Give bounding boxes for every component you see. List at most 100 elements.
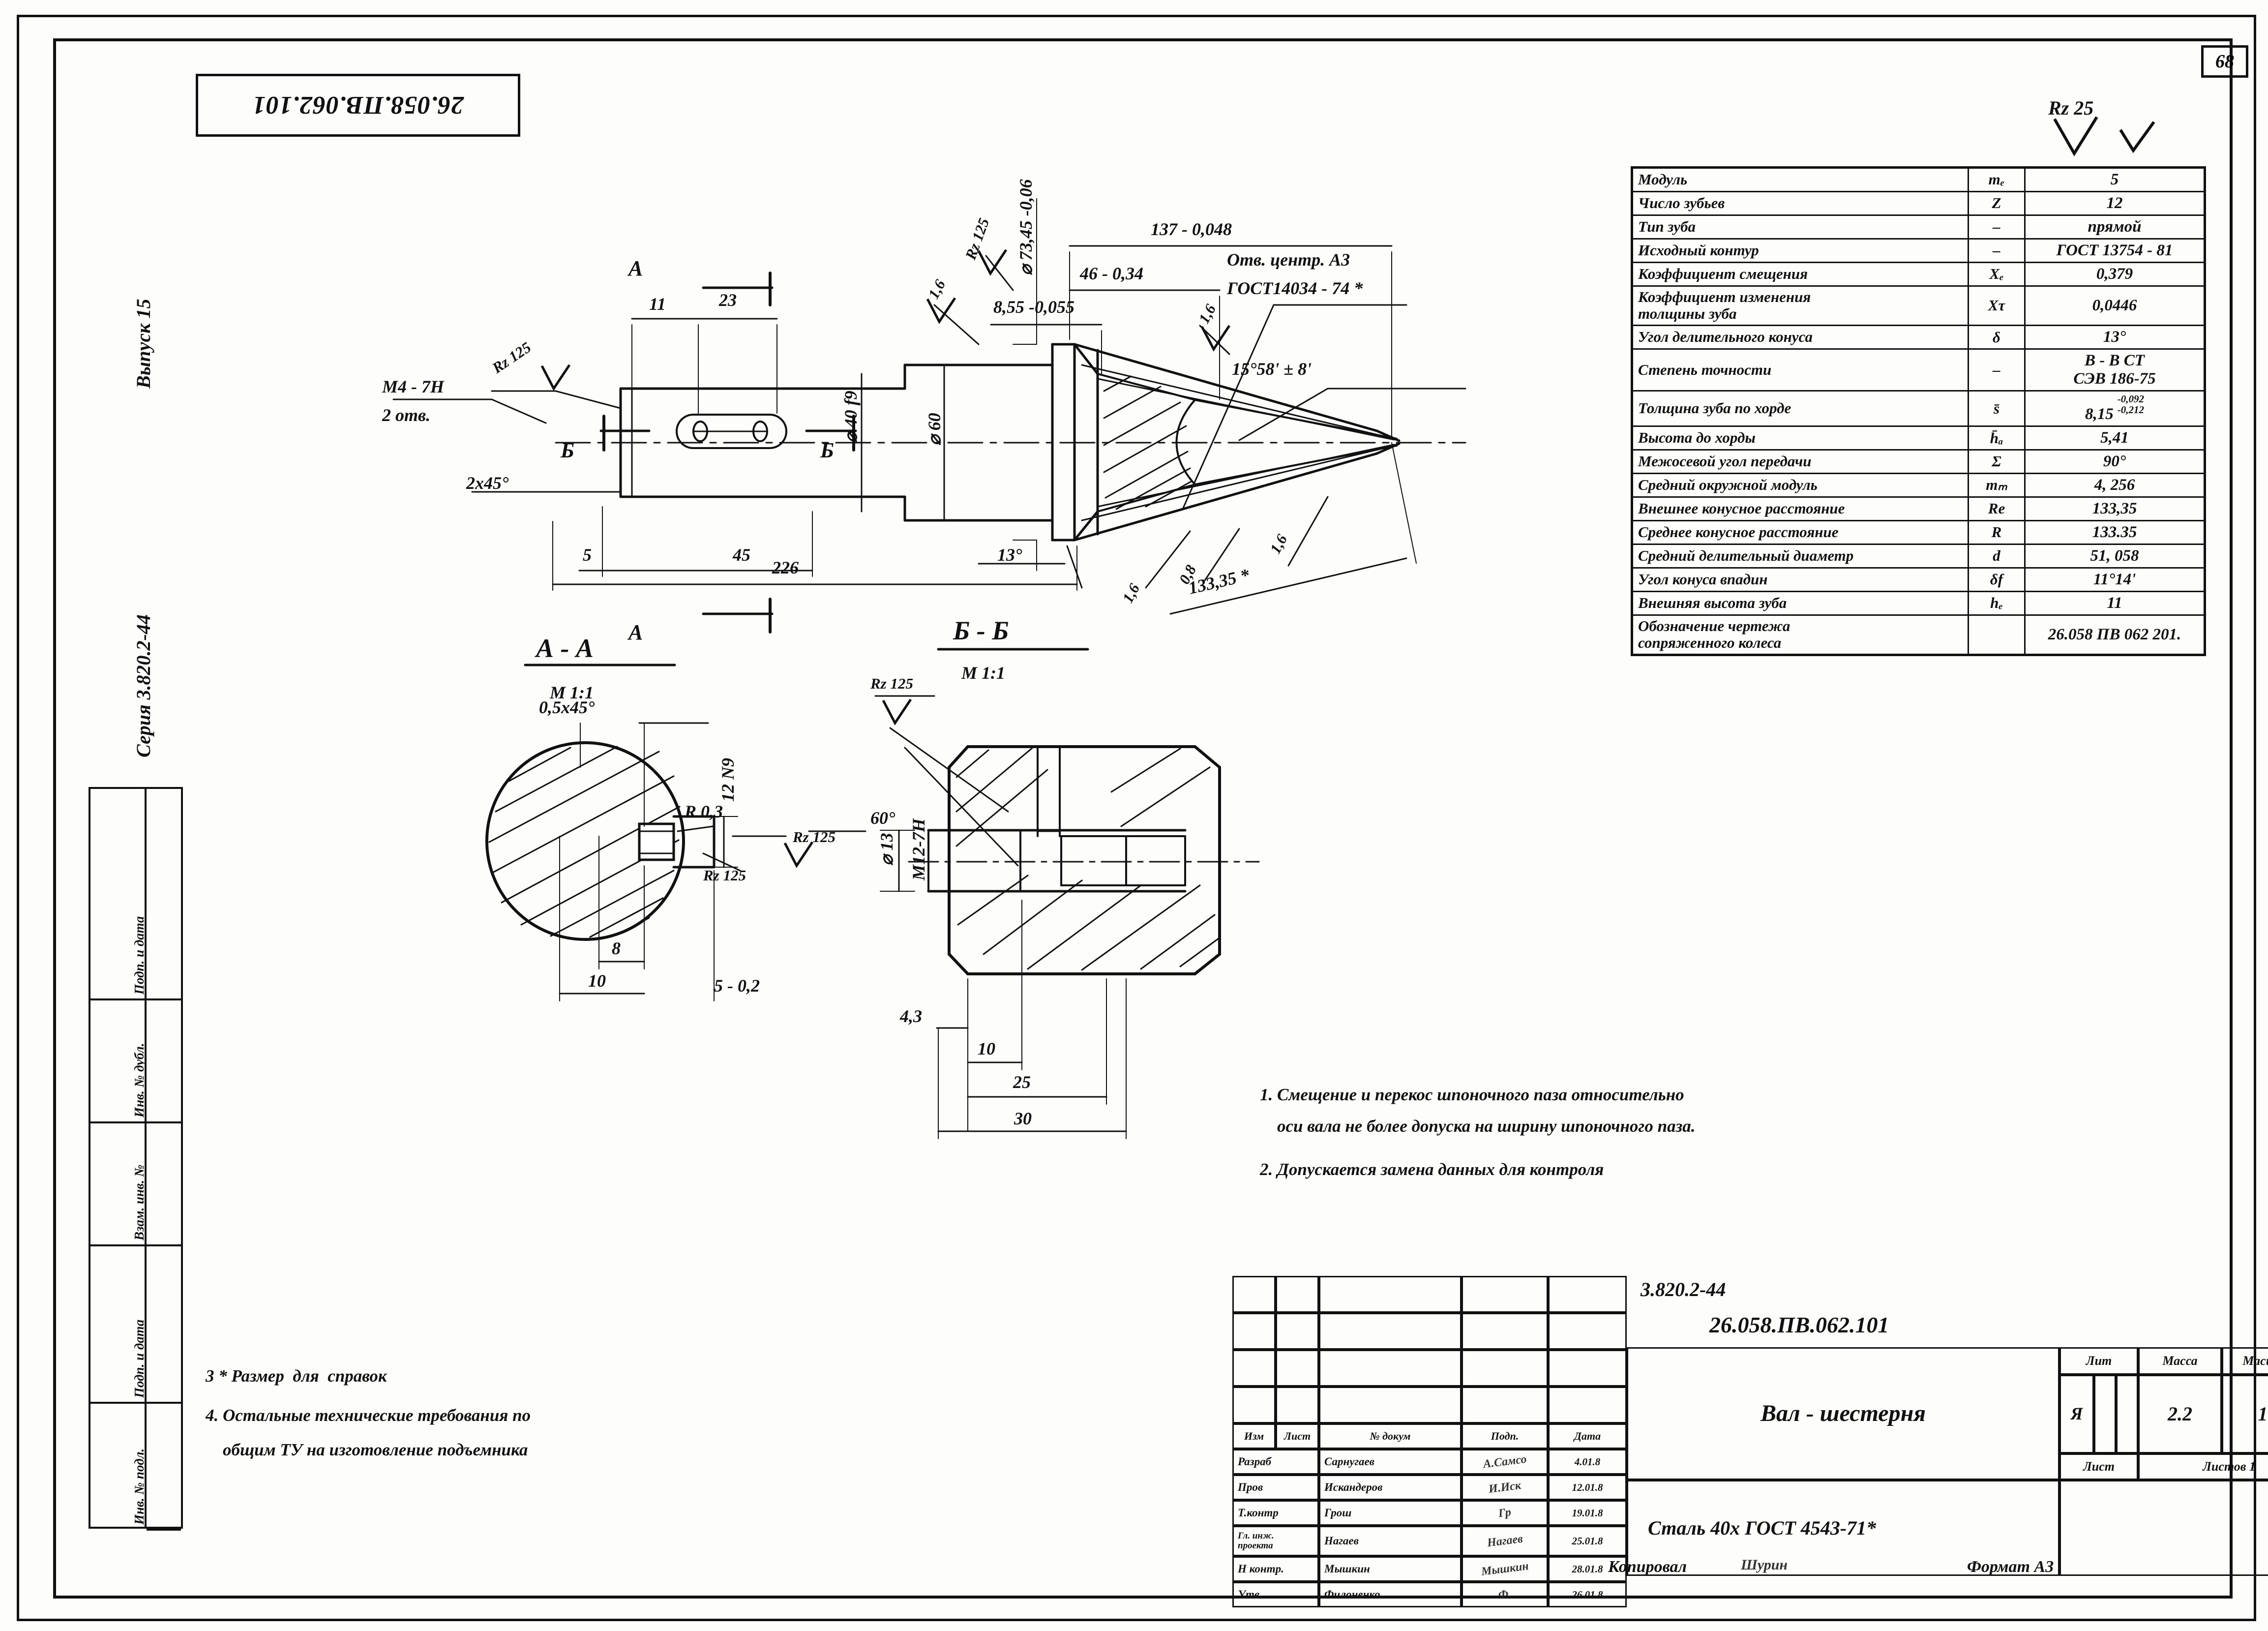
param-value: 11	[2024, 590, 2206, 616]
bb-dim-30: 30	[1014, 1109, 1032, 1128]
param-value: 11°14'	[2024, 567, 2206, 592]
param-name: Исходный контур	[1631, 238, 1969, 263]
revision-cell	[1462, 1387, 1548, 1423]
param-name: Внешнее конусное расстояние	[1631, 496, 1969, 521]
margin-strip-col2	[147, 787, 183, 1531]
thread-callout-line2: 2 отв.	[382, 405, 430, 425]
param-value: 5	[2024, 167, 2206, 192]
margin-row-0: Подп. и дата	[90, 789, 149, 1000]
title-name-3: Нагаев	[1319, 1526, 1462, 1556]
dim-12n9: 12 N9	[718, 758, 738, 802]
bb-thread: М12-7Н	[909, 818, 928, 881]
copied-label: Копировал	[1608, 1558, 1687, 1576]
param-name: Толщина зуба по хорде	[1631, 390, 1969, 427]
title-date-1: 12.01.8	[1548, 1475, 1627, 1500]
title-date-0: 4.01.8	[1548, 1449, 1627, 1475]
param-name: Модуль	[1631, 167, 1969, 192]
param-value: 12	[2024, 190, 2206, 216]
param-value: 133.35	[2024, 519, 2206, 545]
rough-rz125-main: Rz 125	[489, 338, 535, 377]
title-col-header-2: № докум	[1319, 1423, 1462, 1449]
dim-2x45: 2х45°	[466, 473, 509, 493]
revision-cell	[1276, 1387, 1319, 1423]
title-role-3: Гл. инж. проекта	[1232, 1526, 1319, 1556]
param-symbol: δ	[1968, 325, 2026, 350]
page-number-box: 68	[2201, 45, 2248, 78]
dim-5: 5	[583, 545, 592, 565]
title-role-5: Утв.	[1232, 1582, 1319, 1607]
param-symbol: R	[1968, 519, 2026, 545]
param-name: Среднее конусное расстояние	[1631, 519, 1969, 545]
dim-r03: R 0,3	[684, 802, 723, 821]
rough-16-b: 1,6	[1195, 301, 1219, 326]
revision-cell	[1232, 1387, 1276, 1423]
param-value: 0,379	[2024, 261, 2206, 287]
rough-vee-6	[882, 698, 912, 725]
title-col-header-1: Лист	[1276, 1423, 1319, 1449]
param-name: Угол конуса впадин	[1631, 567, 1969, 592]
section-mark-a-bottom: А	[627, 620, 643, 644]
param-name: Коэффициент смещения	[1631, 261, 1969, 287]
revision-cell	[1548, 1313, 1627, 1350]
title-date-2: 19.01.8	[1548, 1500, 1627, 1526]
dim-226: 226	[772, 558, 799, 577]
aa-dim-8: 8	[612, 938, 621, 958]
param-symbol: h̄ₐ	[1968, 425, 2026, 451]
rough-16-d: 1,6	[1266, 531, 1290, 556]
note-left-3: общим ТУ на изготовление подъемника	[206, 1440, 528, 1459]
param-value: 51, 058	[2024, 543, 2206, 569]
bb-dim-43: 4,3	[899, 1006, 922, 1026]
bb-dim-25: 25	[1013, 1072, 1031, 1092]
title-col-header-3: Подп.	[1462, 1423, 1548, 1449]
revision-cell	[1276, 1313, 1319, 1350]
section-aa-title: А - А	[535, 634, 594, 663]
param-name: Число зубьев	[1631, 190, 1969, 216]
param-name: Степень точности	[1631, 348, 1969, 392]
roughness-vee-icon	[2053, 116, 2098, 156]
param-symbol: δf	[1968, 567, 2026, 592]
rough-vee-4	[540, 364, 571, 391]
param-row: Исходный контур–ГОСТ 13754 - 81	[1631, 238, 2206, 263]
page-number: 68	[2215, 51, 2234, 72]
dim-11: 11	[649, 294, 666, 314]
param-symbol: mₘ	[1968, 472, 2026, 498]
title-scale-header: Масштаб	[2222, 1347, 2268, 1375]
title-name-0: Сарнугаев	[1319, 1449, 1462, 1475]
param-symbol	[1968, 614, 2026, 656]
title-role-2: Т.контр	[1232, 1500, 1319, 1526]
section-mark-a-top: А	[627, 256, 643, 280]
param-name: Средний делительный диаметр	[1631, 543, 1969, 569]
dim-d60: ⌀ 60	[925, 413, 944, 446]
margin-row2-0	[147, 789, 181, 1000]
title-col-header-4: Дата	[1548, 1423, 1627, 1449]
revision-cell	[1548, 1276, 1627, 1313]
title-org-cell	[2059, 1480, 2268, 1576]
angle-13: 13°	[997, 545, 1022, 565]
signature-mark: Мышкин	[1480, 1559, 1529, 1578]
param-symbol: Z	[1968, 190, 2026, 216]
title-lit-value: Я	[2059, 1375, 2094, 1453]
section-bb-scale: М 1:1	[961, 663, 1005, 683]
signature-mark: Нагаев	[1486, 1532, 1523, 1549]
param-value: 13°	[2024, 325, 2206, 350]
title-date-4: 28.01.8	[1548, 1556, 1627, 1582]
bb-dim-10: 10	[978, 1039, 995, 1058]
param-value: 0,0446	[2024, 285, 2206, 327]
revision-cell	[1548, 1387, 1627, 1423]
thread-callout-line1: М4 - 7Н	[382, 377, 445, 396]
dim-46: 46 - 0,34	[1079, 264, 1143, 283]
title-name-2: Грош	[1319, 1500, 1462, 1526]
center-hole-line1: Отв. центр. А3	[1227, 250, 1350, 270]
sheet-outer-frame	[17, 15, 2256, 1621]
revision-cell	[1319, 1313, 1462, 1350]
section-mark-b-left: Б	[560, 438, 574, 462]
